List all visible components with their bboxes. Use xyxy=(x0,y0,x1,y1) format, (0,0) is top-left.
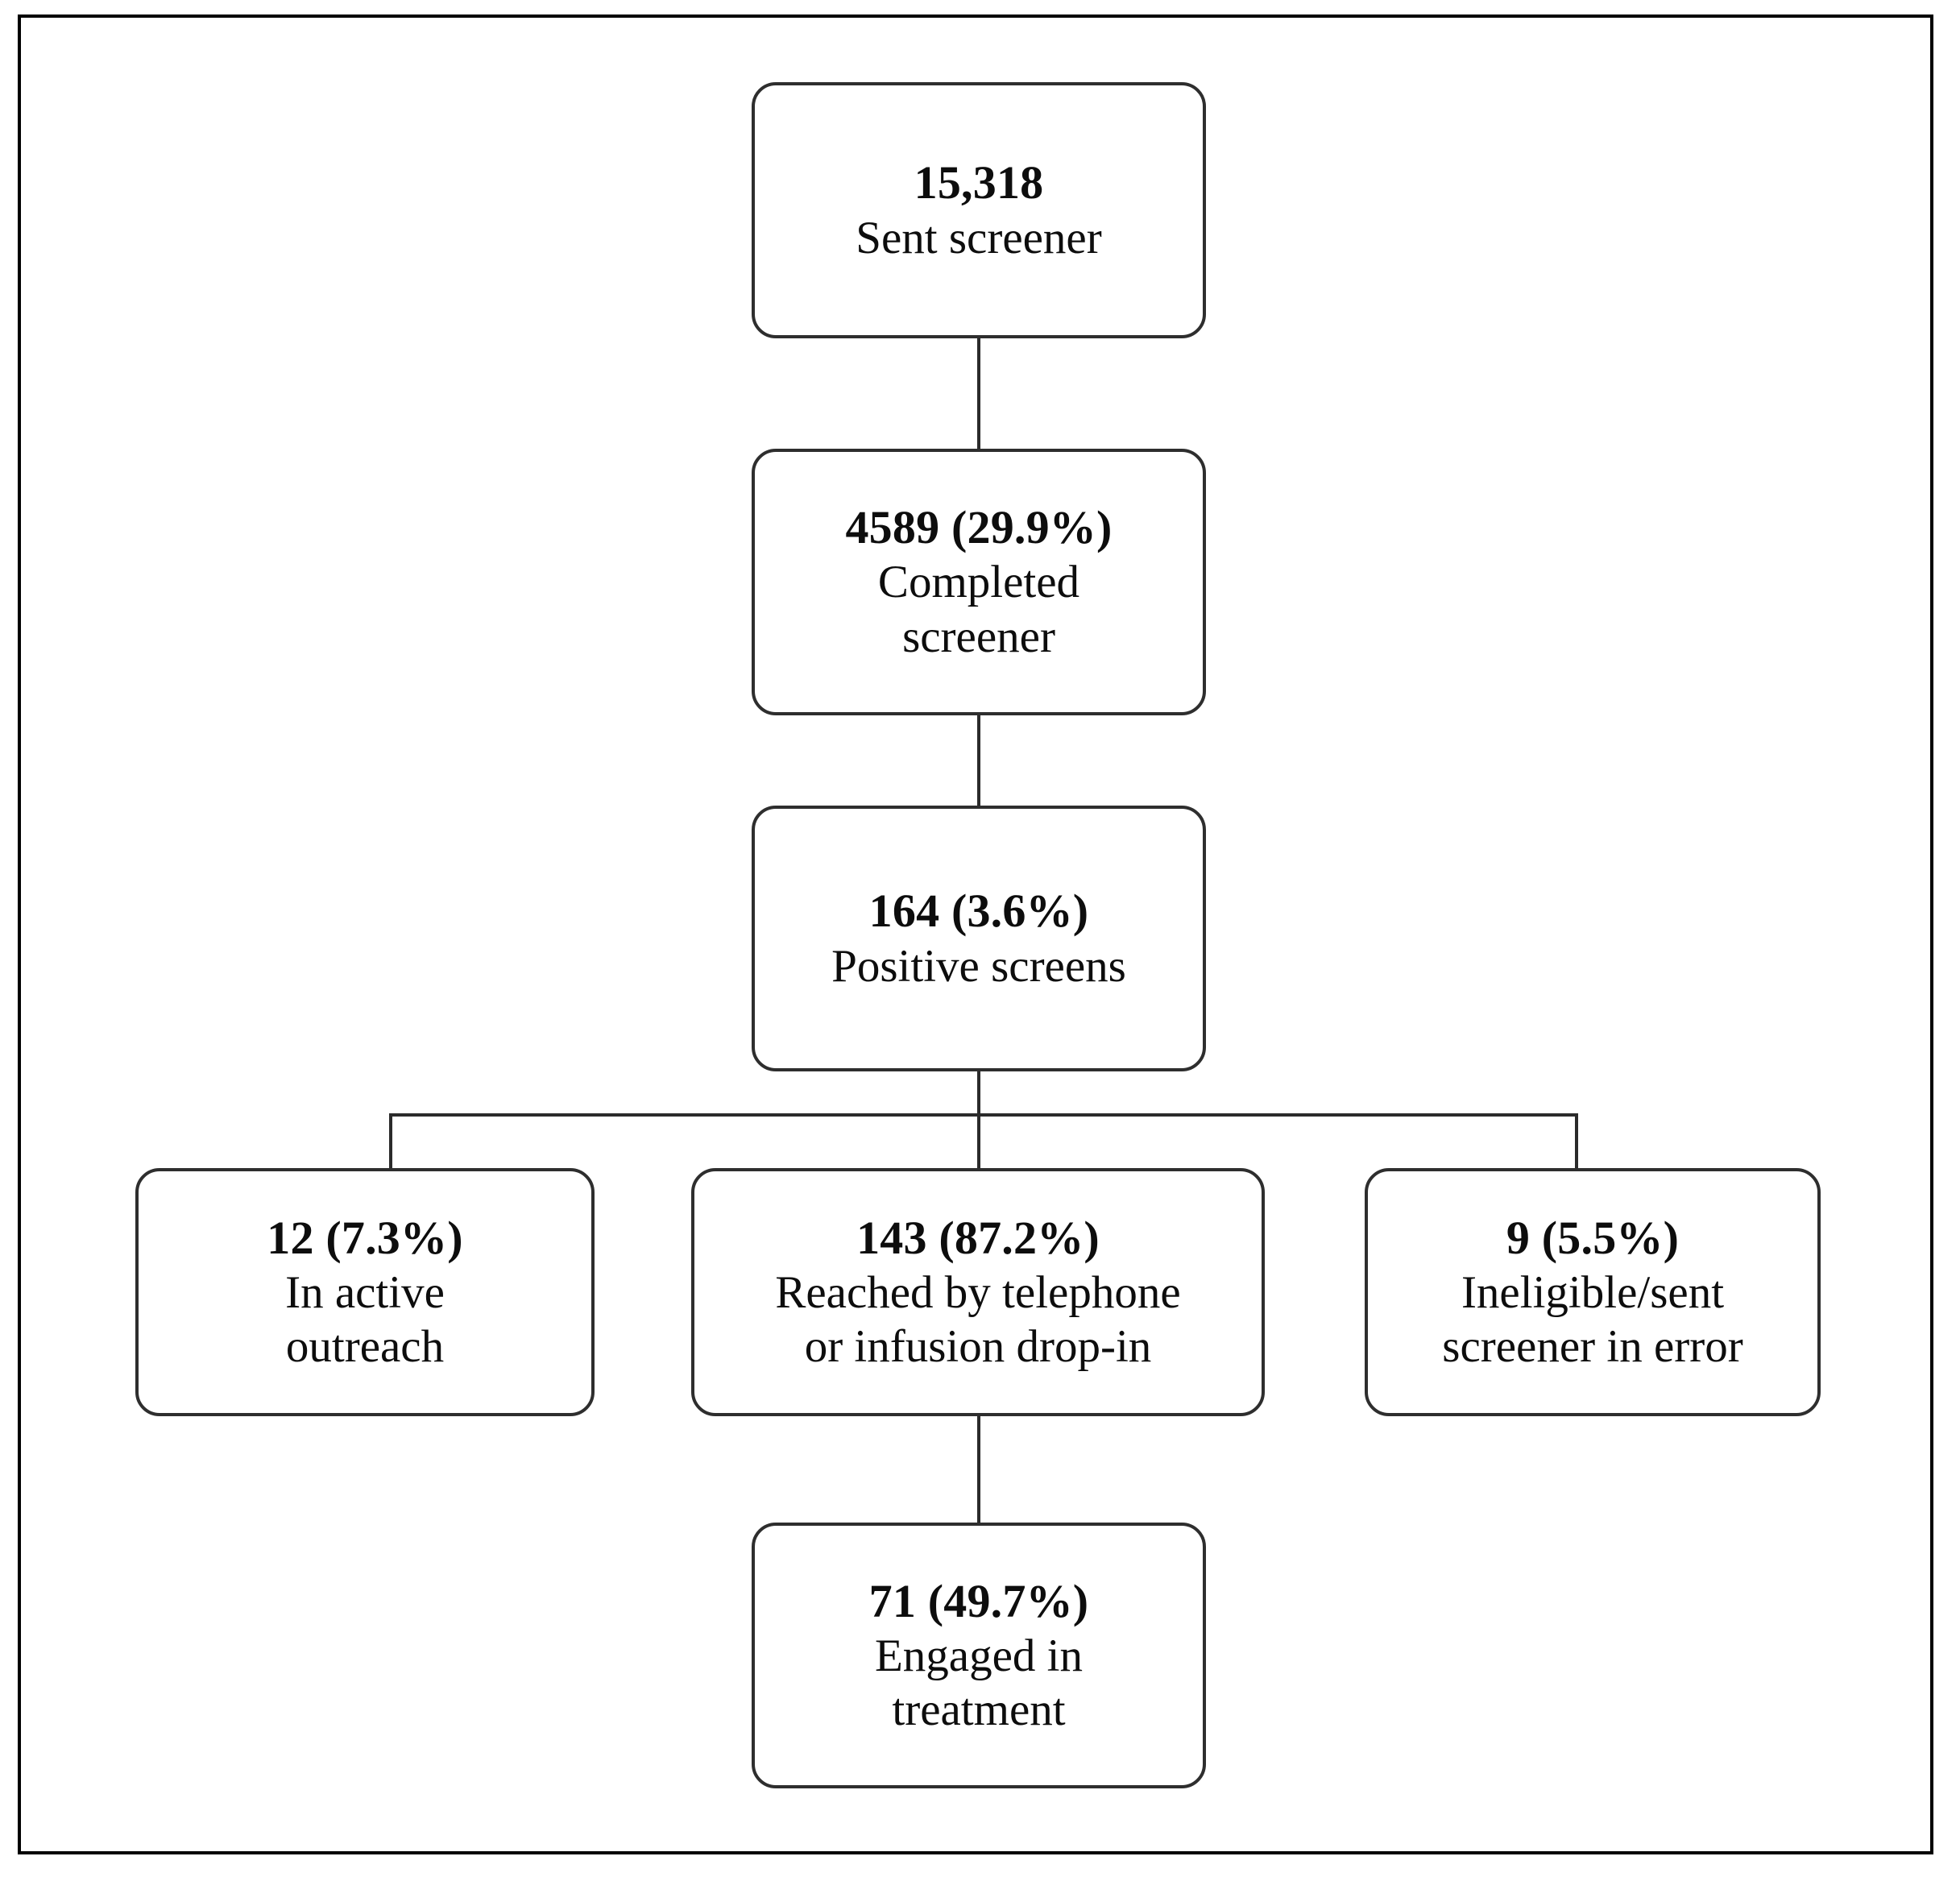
node-ineligible-label-line1: Ineligible/sent xyxy=(1461,1266,1725,1318)
node-positive-screens-count: 164 (3.6%) xyxy=(868,885,1089,938)
node-completed-screener-label-line1: Completed xyxy=(877,557,1080,608)
connector-bus-to-active-outreach xyxy=(389,1113,392,1171)
node-engaged-count: 71 (49.7%) xyxy=(868,1574,1089,1627)
node-engaged-label-line2: treatment xyxy=(892,1684,1066,1736)
connector-completed-to-positive xyxy=(977,715,980,806)
node-sent-screener: 15,318 Sent screener xyxy=(752,82,1206,338)
node-ineligible-sent-in-error: 9 (5.5%) Ineligible/sent screener in err… xyxy=(1365,1168,1821,1416)
node-reached-label-line2: or infusion drop-in xyxy=(804,1321,1152,1373)
node-sent-screener-label-line1: Sent screener xyxy=(856,212,1102,263)
node-positive-screens: 164 (3.6%) Positive screens xyxy=(752,806,1206,1071)
node-sent-screener-count: 15,318 xyxy=(914,156,1044,209)
connector-bus-to-ineligible xyxy=(1575,1113,1578,1171)
node-active-outreach-label-line2: outreach xyxy=(285,1321,445,1373)
node-ineligible-label-line2: screener in error xyxy=(1442,1321,1743,1373)
node-active-outreach: 12 (7.3%) In active outreach xyxy=(135,1168,595,1416)
node-engaged-label-line1: Engaged in xyxy=(874,1630,1083,1681)
connector-bus-to-reached xyxy=(977,1113,980,1171)
connector-reached-to-engaged xyxy=(977,1416,980,1526)
node-reached-label-line1: Reached by telephone xyxy=(775,1266,1181,1318)
node-active-outreach-label-line1: In active xyxy=(285,1266,445,1318)
connector-positive-to-branch-bus xyxy=(977,1071,980,1117)
connector-branch-bus xyxy=(389,1113,1578,1117)
node-completed-screener: 4589 (29.9%) Completed screener xyxy=(752,449,1206,715)
node-completed-screener-count: 4589 (29.9%) xyxy=(845,501,1113,554)
node-active-outreach-count: 12 (7.3%) xyxy=(267,1211,463,1264)
node-completed-screener-label-line2: screener xyxy=(902,611,1055,662)
node-ineligible-count: 9 (5.5%) xyxy=(1506,1211,1680,1264)
node-engaged-in-treatment: 71 (49.7%) Engaged in treatment xyxy=(752,1523,1206,1788)
node-reached-by-telephone: 143 (87.2%) Reached by telephone or infu… xyxy=(691,1168,1265,1416)
connector-sent-to-completed xyxy=(977,338,980,449)
node-reached-count: 143 (87.2%) xyxy=(856,1211,1100,1264)
node-positive-screens-label-line1: Positive screens xyxy=(831,940,1126,992)
